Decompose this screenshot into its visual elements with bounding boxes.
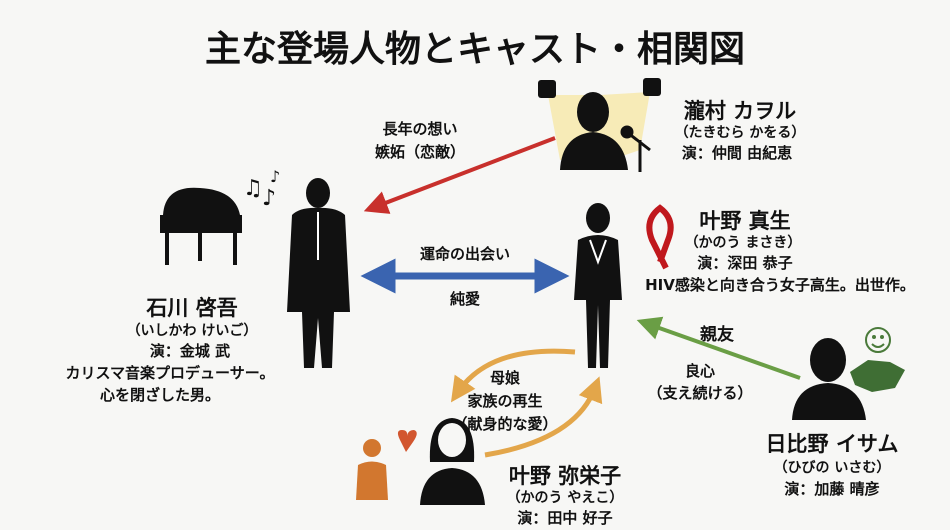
- masaki-name: 叶野 真生: [699, 209, 791, 233]
- relation-label-pure-love: 純愛: [449, 290, 481, 308]
- music-notes-icon: ♫♪♪: [243, 167, 280, 211]
- red-ribbon-icon: [646, 204, 674, 270]
- yaeko-name: 叶野 弥栄子: [508, 464, 622, 488]
- kaoru-actor: 演：仲間 由紀恵: [681, 144, 793, 162]
- arrow-kaoru-to-keigo: [363, 136, 556, 214]
- masaki-silhouette: [574, 203, 622, 368]
- kaoru-reading: （たきむら かをる）: [674, 125, 806, 141]
- piano-icon: [160, 187, 242, 265]
- page-title: 主な登場人物とキャスト・相関図: [204, 29, 746, 70]
- smiley-icon: [865, 327, 891, 353]
- relation-label-family-rebirth: 家族の再生: [467, 392, 543, 410]
- yaeko-silhouette: [420, 418, 485, 505]
- svg-text:♫: ♫: [243, 176, 263, 201]
- yaeko-reading: （かのう やえこ）: [506, 490, 624, 506]
- relation-label-devoted-love: （献身的な愛）: [452, 415, 558, 433]
- arrow-masaki-to-yaeko: [450, 348, 576, 403]
- arrow-isamu-to-masaki: [636, 316, 801, 380]
- isamu-actor: 演：加藤 晴彦: [784, 480, 880, 498]
- masaki-description: HIV感染と向き合う女子高生。出世作。: [645, 276, 915, 294]
- relation-label-support: （支え続ける）: [647, 384, 753, 402]
- keigo-reading: （いしかわ けいご）: [126, 323, 258, 339]
- relation-label-jealousy: 嫉妬（恋敵）: [374, 143, 466, 161]
- relation-label-mother-daughter: 母娘: [489, 369, 521, 387]
- keigo-silhouette: [287, 178, 350, 368]
- relation-label-conscience: 良心: [684, 362, 716, 380]
- relation-label-fateful-meeting: 運命の出会い: [419, 245, 511, 263]
- yaeko-actor: 演：田中 好子: [517, 509, 613, 527]
- arrow-yaeko-to-masaki: [484, 376, 603, 458]
- isamu-name: 日比野 イサム: [765, 432, 899, 456]
- relation-label-best-friend: 親友: [700, 325, 734, 345]
- microphone-icon: [620, 125, 651, 172]
- svg-text:♪: ♪: [262, 186, 276, 211]
- kaoru-name: 瀧村 カヲル: [683, 99, 797, 123]
- isamu-reading: （ひびの いさむ）: [773, 460, 891, 476]
- keigo-actor: 演：金城 武: [149, 342, 231, 360]
- masaki-reading: （かのう まさき）: [684, 235, 802, 251]
- keigo-description-1: カリスマ音楽プロデューサー。: [65, 364, 275, 382]
- relation-label-longing: 長年の想い: [382, 120, 458, 138]
- keigo-name: 石川 啓吾: [146, 296, 238, 320]
- isamu-silhouette: [792, 338, 866, 420]
- svg-text:♪: ♪: [270, 167, 280, 186]
- handshake-icon: [850, 360, 905, 392]
- masaki-actor: 演：深田 恭子: [697, 254, 793, 272]
- mother-child-icon: [356, 430, 417, 500]
- keigo-description-2: 心を閉ざした男。: [99, 386, 221, 404]
- kaoru-silhouette: [560, 92, 628, 170]
